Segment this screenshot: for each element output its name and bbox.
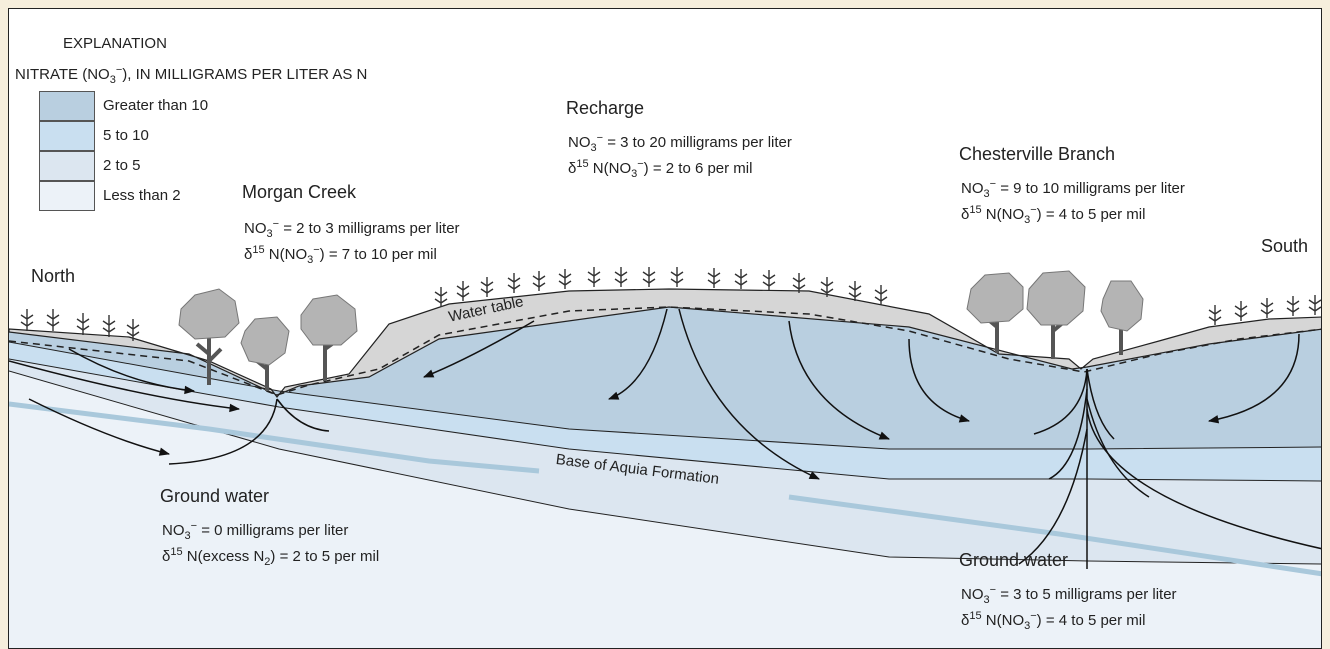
legend-title: EXPLANATION [63,35,167,52]
flow-paths [9,308,1321,569]
legend-swatch-lt2 [39,181,95,211]
unsaturated-zone [9,288,1321,398]
legend-swatch-2to5 [39,151,95,181]
layer-2-to-5 [9,359,1321,564]
tree-icons [178,270,1144,391]
legend-label-gt10: Greater than 10 [103,97,209,114]
groundwater-south-d15: δ15 N(NO3−) = 4 to 5 per mil [961,610,1146,632]
base-aquia-line [9,401,1321,577]
water-table-line [9,306,1321,396]
groundwater-south-no3: NO3− = 3 to 5 milligrams per liter [961,584,1177,606]
south-label: South [1261,236,1309,256]
legend-swatch-5to10 [39,121,95,151]
legend-label-2to5: 2 to 5 [103,157,141,174]
morgan-creek-d15: δ15 N(NO3−) = 7 to 10 per mil [244,244,437,266]
legend-subtitle: NITRATE (NO3−), IN MILLIGRAMS PER LITER … [15,64,368,86]
groundwater-south-title: Ground water [959,550,1069,570]
aquifer-layers [9,288,1321,648]
legend-label-5to10: 5 to 10 [103,127,149,144]
legend-swatch-gt10 [39,91,95,121]
groundwater-north-no3: NO3− = 0 milligrams per liter [162,520,349,542]
chesterville-no3: NO3− = 9 to 10 milligrams per liter [961,178,1185,200]
morgan-creek-no3: NO3− = 2 to 3 milligrams per liter [244,218,460,240]
chesterville-d15: δ15 N(NO3−) = 4 to 5 per mil [961,204,1146,226]
recharge-d15: δ15 N(NO3−) = 2 to 6 per mil [568,158,753,180]
layer-5-to-10 [9,342,1321,481]
cross-section [9,267,1321,648]
layer-greater-than-10 [9,307,1321,449]
grass-symbols [20,267,1321,341]
diagram-frame: EXPLANATION NITRATE (NO3−), IN MILLIGRAM… [8,8,1322,649]
morgan-creek-title: Morgan Creek [242,182,357,202]
chesterville-title: Chesterville Branch [959,144,1116,164]
groundwater-north-title: Ground water [160,486,270,506]
legend-label-lt2: Less than 2 [103,187,181,204]
recharge-title: Recharge [566,98,645,118]
recharge-no3: NO3− = 3 to 20 milligrams per liter [568,132,792,154]
groundwater-north-d15: δ15 N(excess N2) = 2 to 5 per mil [162,546,380,568]
north-label: North [31,266,76,286]
